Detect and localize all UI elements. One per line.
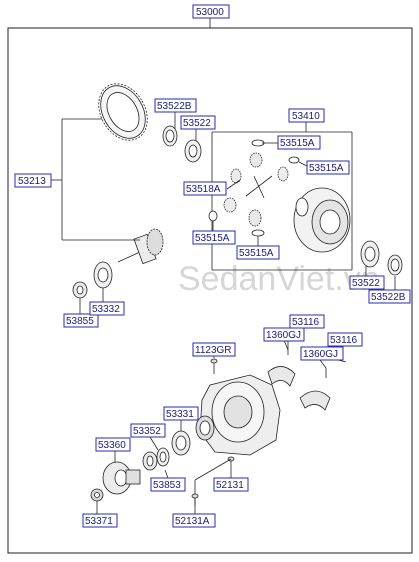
label-52131a[interactable]: 52131A [172,513,216,528]
label-53515a-1[interactable]: 53515A [277,135,321,150]
svg-text:53515A: 53515A [195,233,230,244]
svg-text:53522B: 53522B [157,101,192,112]
differential-case-part [293,187,351,253]
svg-text:53855: 53855 [66,316,94,327]
svg-text:53853: 53853 [153,480,181,491]
washer-53352-part [156,447,170,467]
oil-seal-53855-part [72,281,88,299]
bearing-cap-part [267,333,347,411]
label-53371[interactable]: 53371 [82,513,118,528]
lock-nut-53371-part [90,488,104,502]
svg-text:53331: 53331 [166,409,194,420]
svg-text:1360GJ: 1360GJ [303,349,338,360]
svg-text:1123GR: 1123GR [195,345,232,356]
side-gear-washer-part [208,139,300,237]
label-53352[interactable]: 53352 [130,423,166,438]
label-53522b-right[interactable]: 53522B [368,289,411,304]
label-53522-right[interactable]: 53522 [349,275,385,290]
svg-text:53352: 53352 [133,426,161,437]
svg-text:53522B: 53522B [371,292,406,303]
svg-text:53360: 53360 [98,440,126,451]
svg-text:53515A: 53515A [280,138,315,149]
svg-text:53000: 53000 [196,7,224,18]
watermark-text: SedanViet.vn [178,260,380,298]
companion-flange-53360-part [102,461,141,495]
label-53515a-2[interactable]: 53515A [306,160,350,175]
label-52131[interactable]: 52131 [213,477,249,492]
label-53213[interactable]: 53213 [14,173,52,188]
label-53000[interactable]: 53000 [192,4,230,19]
label-53331[interactable]: 53331 [163,406,199,421]
label-53410[interactable]: 53410 [288,108,325,123]
svg-text:53515A: 53515A [309,163,344,174]
bearing-53522-part [184,139,202,163]
bolt-52131a-part [191,493,199,506]
bearing-53332-part [93,261,113,289]
svg-text:53522: 53522 [183,118,211,129]
label-53518a[interactable]: 53518A [183,181,227,196]
drive-pinion-part [117,228,164,265]
svg-text:53410: 53410 [292,111,320,122]
svg-text:53116: 53116 [292,317,320,328]
label-53515a-3[interactable]: 53515A [192,230,236,245]
svg-text:53518A: 53518A [186,184,221,195]
label-53853[interactable]: 53853 [150,477,186,492]
label-53116-1[interactable]: 53116 [289,314,325,329]
svg-text:53515A: 53515A [239,248,274,259]
bolt-52131-part [227,456,235,474]
svg-text:53213: 53213 [18,176,46,187]
svg-text:53332: 53332 [92,304,120,315]
differential-carrier-housing-part [195,374,281,456]
label-53360[interactable]: 53360 [95,437,131,452]
bolt-1123gr-part [210,358,218,374]
label-1360gj-1[interactable]: 1360GJ [263,327,305,342]
svg-text:52131A: 52131A [175,516,210,527]
label-53332[interactable]: 53332 [89,301,125,316]
bearing-53522b-right-part [387,254,403,276]
svg-text:52131: 52131 [216,480,244,491]
oil-seal-53853-part [142,451,158,471]
svg-text:1360GJ: 1360GJ [266,330,301,341]
pinion-shaft-part [245,175,273,199]
bearing-53331-part [171,430,191,456]
svg-text:53522: 53522 [352,278,380,289]
svg-text:53116: 53116 [330,335,358,346]
label-53522b-top[interactable]: 53522B [154,98,197,113]
label-53855[interactable]: 53855 [63,313,99,328]
svg-text:53371: 53371 [85,516,113,527]
bearing-53522b-part [162,125,178,147]
label-53522-top[interactable]: 53522 [180,115,216,130]
ring-gear-part [98,83,148,141]
label-53515a-4[interactable]: 53515A [236,245,280,260]
bearing-53522-right-part [360,240,380,268]
label-1123gr[interactable]: 1123GR [192,342,236,357]
label-53116-2[interactable]: 53116 [327,332,363,347]
label-1360gj-2[interactable]: 1360GJ [300,346,344,361]
